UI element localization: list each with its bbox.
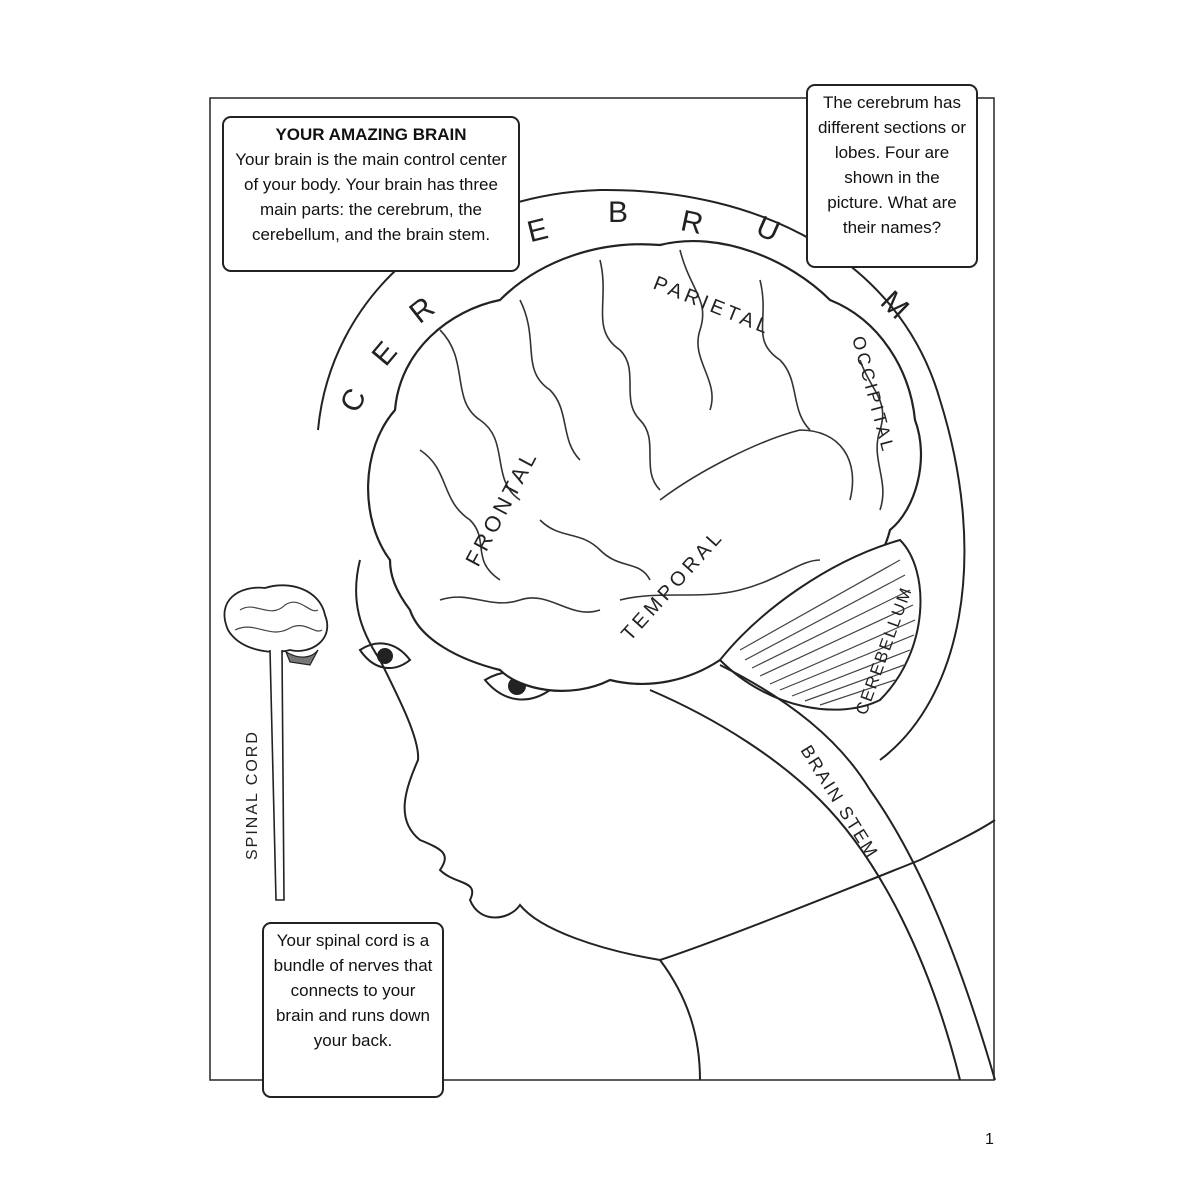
spinal-note-text: Your spinal cord is a bundle of nerves t…: [273, 931, 433, 1050]
face-outline: [355, 559, 701, 1081]
intro-callout: YOUR AMAZING BRAIN Your brain is the mai…: [222, 116, 520, 272]
cerebrum-note-text: The cerebrum has different sections or l…: [817, 93, 967, 237]
cerebrum-letter: E: [524, 212, 551, 249]
spinal-cord-shape: [269, 649, 285, 901]
cerebrum-callout: The cerebrum has different sections or l…: [806, 84, 978, 268]
cerebrum-letter: R: [403, 291, 440, 330]
neck-outline: [659, 819, 996, 961]
page-number: 1: [985, 1131, 994, 1148]
eye-left: [358, 642, 412, 670]
cerebrum-letter: C: [334, 383, 373, 418]
brain-stem-right-edge: [719, 664, 996, 1081]
intro-body: Your brain is the main control center of…: [235, 150, 507, 244]
cerebrum-outline: [367, 240, 923, 692]
mini-brain-diagram: [223, 584, 328, 901]
cerebrum-letter: U: [751, 210, 784, 249]
cerebrum-letter: E: [366, 336, 404, 373]
cerebrum-letter: R: [678, 204, 706, 241]
cerebrum-letter: B: [608, 196, 628, 229]
intro-title: YOUR AMAZING BRAIN: [275, 125, 467, 144]
cerebellum-shape: [718, 538, 922, 711]
brain-folds: [419, 249, 884, 613]
cerebrum-letter: M: [874, 285, 915, 326]
page-frame: [209, 97, 995, 1081]
spinal-cord-label: SPINAL CORD: [244, 730, 261, 860]
spinal-callout: Your spinal cord is a bundle of nerves t…: [262, 922, 444, 1098]
brain-stem-label: BRAIN STEM: [797, 742, 883, 863]
brain-stem-left-edge: [649, 689, 961, 1081]
